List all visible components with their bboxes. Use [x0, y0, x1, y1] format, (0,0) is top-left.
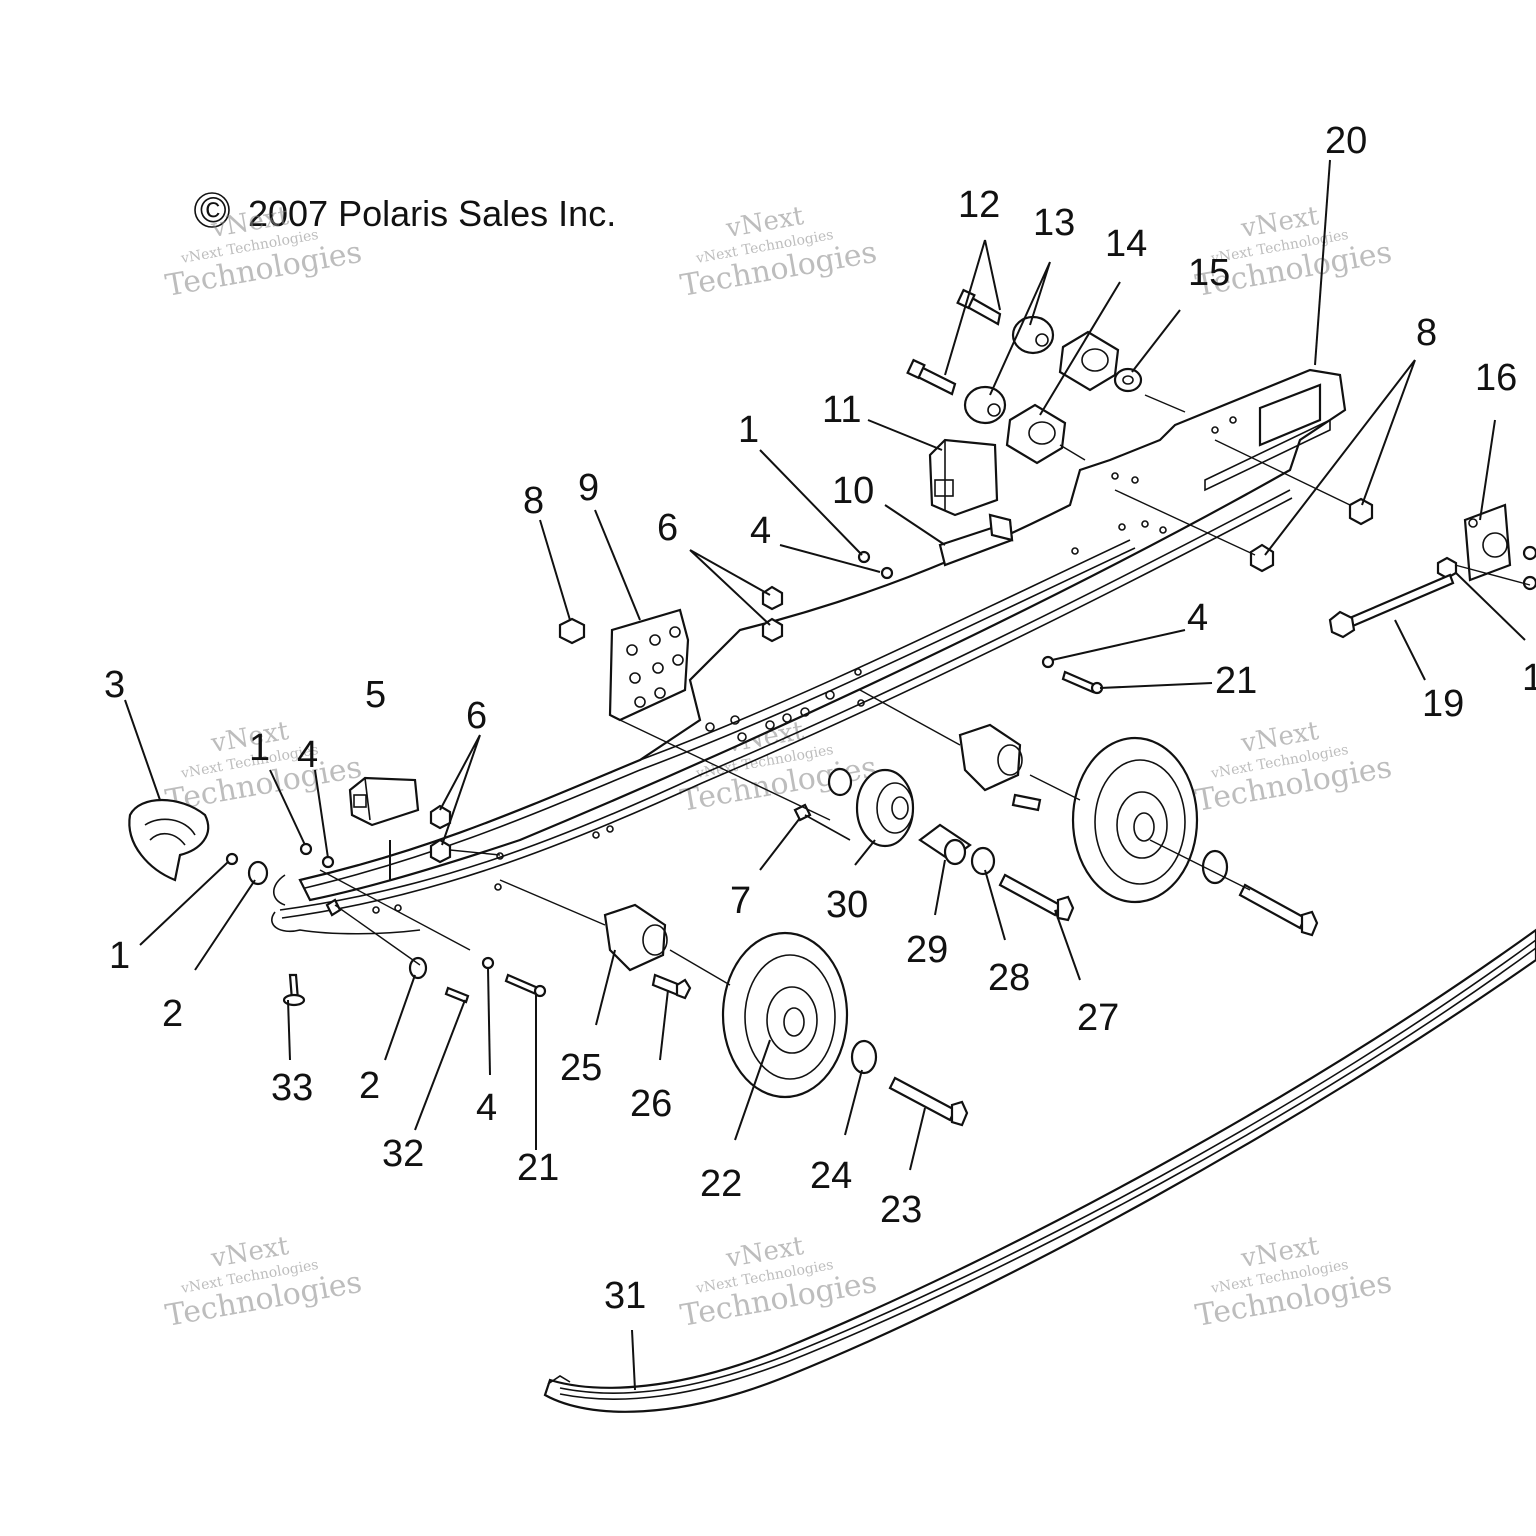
callout-label: 29: [906, 929, 948, 971]
callout-label: 32: [382, 1133, 424, 1175]
bracket-plate: [608, 608, 690, 722]
callout-label: 28: [988, 957, 1030, 999]
callout-label: 23: [880, 1189, 922, 1231]
hyfax-slide: [543, 928, 1536, 1413]
wheel-brackets: [603, 723, 1023, 972]
callout-label: 21: [1215, 660, 1257, 702]
callout-label: 6: [657, 507, 678, 549]
callout-label: 4: [297, 734, 318, 776]
bolts: [282, 670, 1319, 1127]
callout-label: 22: [700, 1163, 742, 1205]
callout-label: 14: [1105, 223, 1147, 265]
callout-label: 21: [517, 1147, 559, 1189]
callout-label: 27: [1077, 997, 1119, 1039]
callout-label: 4: [1187, 597, 1208, 639]
watermark: vNext vNext Technologies Technologies: [163, 1231, 365, 1334]
callout-label: 1: [249, 727, 270, 769]
copyright-notice: © 2007 Polaris Sales Inc.: [194, 189, 616, 234]
bumper-and-block: [128, 776, 420, 882]
callout-label: 3: [104, 664, 125, 706]
callout-label: 10: [832, 470, 874, 512]
callout-label: 15: [1188, 252, 1230, 294]
copyright-symbol: ©: [200, 189, 227, 230]
callout-label: 4: [750, 510, 771, 552]
callout-label: 5: [365, 674, 386, 716]
callout-label: 11: [822, 389, 861, 431]
callout-label: 8: [523, 480, 544, 522]
callout-label: 13: [1033, 202, 1075, 244]
copyright-text: 2007 Polaris Sales Inc.: [248, 193, 616, 234]
callout-label: 24: [810, 1155, 852, 1197]
assembly-lines: [319, 394, 1531, 986]
hex-nuts: [225, 497, 1458, 970]
callout-label: 9: [578, 467, 599, 509]
callout-label: 1: [738, 409, 759, 451]
spacer-and-idler: [855, 768, 972, 866]
callout-label: 12: [958, 184, 1000, 226]
callout-label: 16: [1475, 357, 1517, 399]
callout-label: 31: [604, 1275, 646, 1317]
callout-label: 4: [476, 1087, 497, 1129]
rail-frame: [271, 368, 1347, 935]
mount-block: [928, 438, 1014, 567]
leader-lines: [124, 159, 1526, 1391]
callout-label: 2: [162, 993, 183, 1035]
rear-hardware: [1328, 503, 1536, 639]
watermark: vNext vNext Technologies Technologies: [678, 201, 880, 304]
callout-label: 8: [1416, 312, 1437, 354]
callout-label: 1: [1522, 657, 1536, 699]
callout-label: 1: [109, 935, 130, 977]
callout-label: 20: [1325, 120, 1367, 162]
idler-wheels: [721, 736, 1199, 1099]
watermark: vNext vNext Technologies Technologies: [678, 1231, 880, 1334]
watermark: vNext vNext Technologies Technologies: [1193, 1231, 1395, 1334]
callout-label: 30: [826, 884, 868, 926]
callout-label: 6: [466, 695, 487, 737]
watermark: vNext vNext Technologies Technologies: [1193, 716, 1395, 819]
upper-hardware: [906, 288, 1143, 465]
callout-label: 33: [271, 1067, 313, 1109]
callout-labels: 20 12 13 14 15 8 16 1 11 10 8 9 6 4 4 21…: [104, 120, 1536, 1317]
callout-label: 19: [1422, 683, 1464, 725]
callout-label: 7: [730, 880, 751, 922]
callout-label: 2: [359, 1065, 380, 1107]
callout-label: 25: [560, 1047, 602, 1089]
callout-label: 26: [630, 1083, 672, 1125]
